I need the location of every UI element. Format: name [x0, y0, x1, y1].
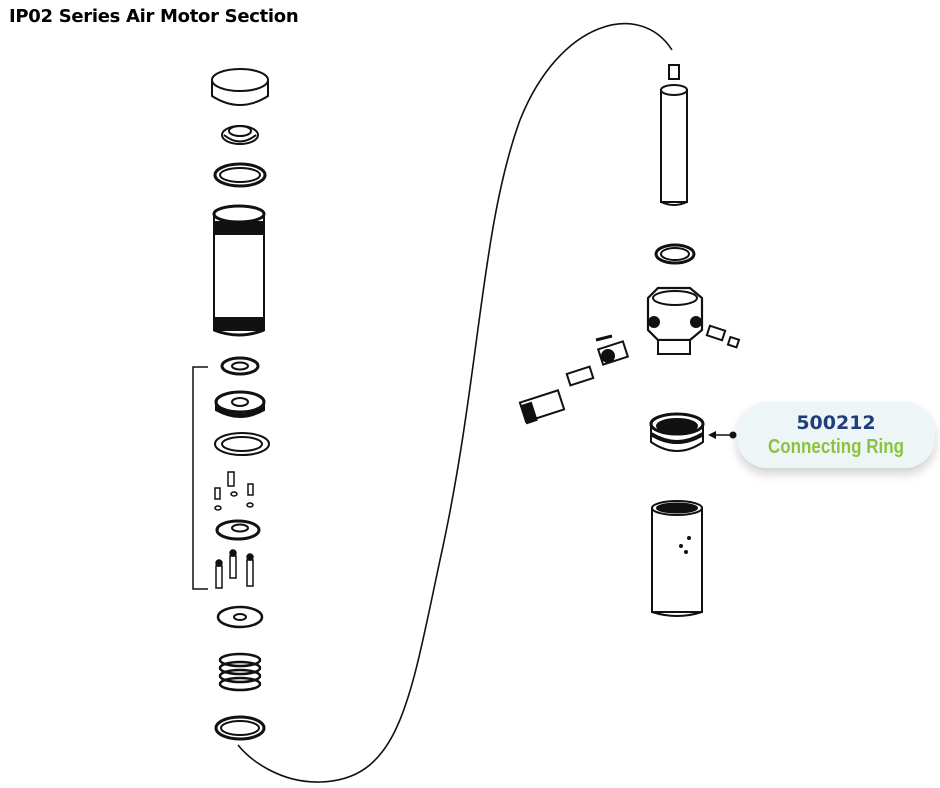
hex-body	[646, 286, 704, 355]
connecting-ring	[649, 412, 705, 452]
o-ring-bottom	[214, 715, 266, 741]
page-title: IP02 Series Air Motor Section	[9, 6, 299, 27]
piston	[214, 390, 266, 418]
pipe-nipple	[565, 365, 595, 387]
top-cap	[211, 68, 269, 106]
coil-spring	[218, 652, 262, 692]
piston-assembly-bracket	[192, 366, 208, 590]
piston-rod	[660, 64, 688, 206]
part-number: 500212	[796, 412, 876, 434]
screws	[215, 549, 254, 589]
side-fitting	[705, 324, 741, 349]
valve-pins	[214, 471, 254, 511]
valve-plate	[215, 519, 261, 541]
small-washer	[220, 356, 260, 376]
spring-seat	[221, 125, 259, 145]
o-ring-top	[213, 162, 267, 188]
bottom-washer	[216, 605, 264, 629]
rod-o-ring	[654, 243, 696, 265]
air-cylinder	[212, 204, 266, 337]
piston-seal-ring	[214, 432, 270, 456]
lower-tube	[651, 500, 703, 617]
part-callout-bubble: 500212 Connecting Ring	[737, 402, 935, 468]
assembly-connector-curve	[237, 23, 673, 783]
callout-leader-arrow	[708, 431, 737, 439]
ball-valve	[595, 334, 630, 366]
quick-coupler	[518, 389, 566, 425]
part-name: Connecting Ring	[768, 436, 904, 458]
